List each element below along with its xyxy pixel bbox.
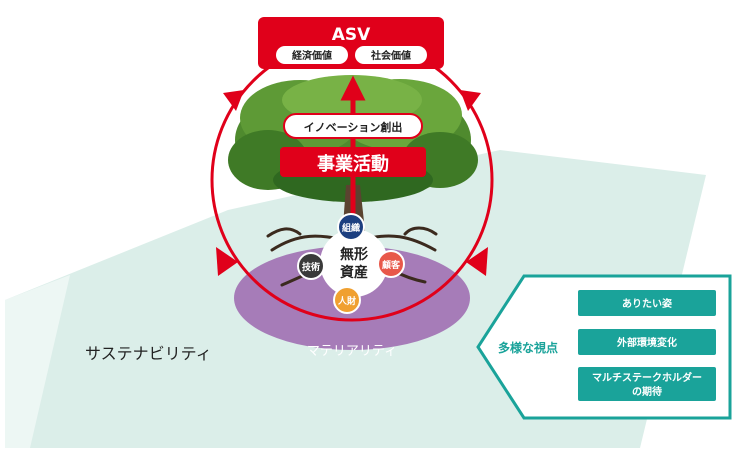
social-value-box: [355, 46, 427, 64]
perspective-item-stakeholders: [578, 367, 716, 401]
perspectives-title: 多様な視点: [498, 340, 558, 355]
node-people: [333, 286, 361, 314]
business-box: [280, 147, 426, 177]
intangible-label-line2: 資産: [340, 264, 368, 281]
node-people-label: 人財: [337, 295, 356, 307]
node-customer-label: 顧客: [382, 259, 401, 271]
materiality-label: マテリアリティ: [307, 344, 397, 359]
perspective-item-vision-label: ありたい姿: [622, 297, 672, 310]
social-value-label: 社会価値: [370, 49, 411, 62]
node-technology: [297, 252, 325, 280]
perspective-item-vision: [578, 290, 716, 316]
asv-title: ASV: [332, 25, 371, 45]
sustainability-label: サステナビリティ: [85, 344, 212, 363]
cycle-arrowheads: [216, 90, 488, 276]
economic-value-box: [276, 46, 348, 64]
perspective-item-stakeholders-line1: マルチステークホルダー: [592, 371, 702, 384]
perspective-item-environment: [578, 329, 716, 355]
node-technology-label: 技術: [302, 261, 320, 273]
sustainability-band-fade: [5, 275, 70, 448]
intangible-label-line1: 無形: [340, 246, 368, 263]
innovation-label: イノベーション創出: [304, 120, 403, 134]
perspective-item-stakeholders-line2: の期待: [632, 385, 662, 398]
intangible-assets-center: [320, 229, 388, 297]
node-organization-label: 組織: [342, 222, 360, 234]
perspective-item-environment-label: 外部環境変化: [616, 336, 677, 349]
innovation-pill: [283, 113, 423, 139]
business-label: 事業活動: [317, 153, 389, 175]
node-organization: [337, 213, 365, 241]
economic-value-label: 経済価値: [292, 49, 332, 62]
node-customer: [377, 250, 405, 278]
